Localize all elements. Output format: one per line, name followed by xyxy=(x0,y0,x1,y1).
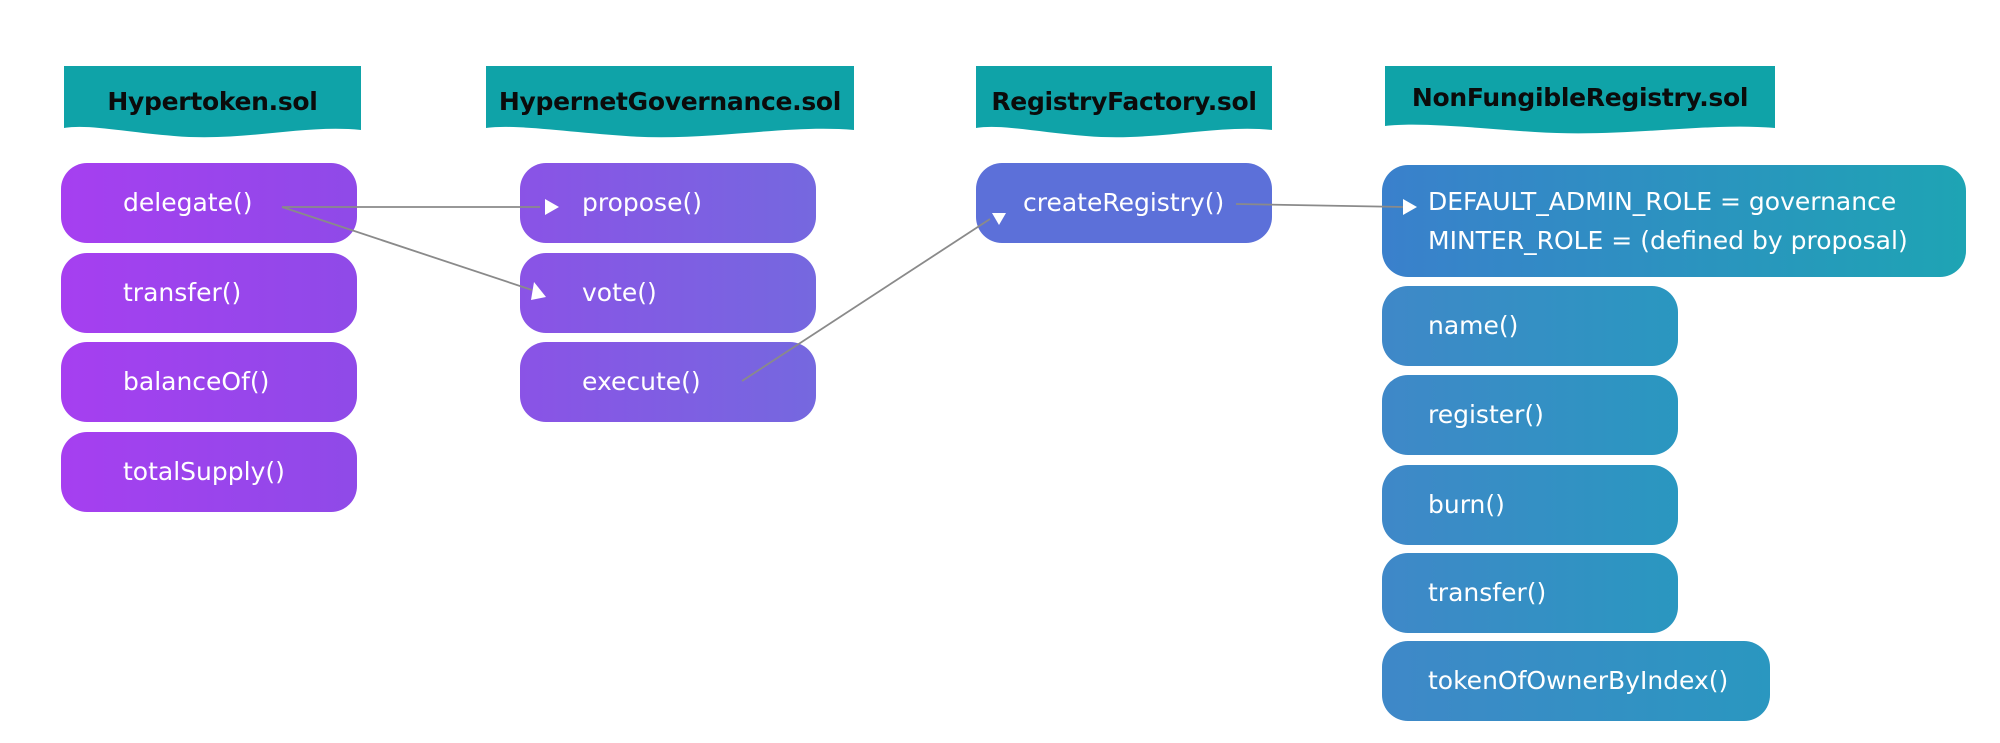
function-label: execute() xyxy=(582,367,701,397)
registry-register-box: register() xyxy=(1382,375,1678,455)
hypertoken-transfer-box: transfer() xyxy=(61,253,357,333)
function-label: transfer() xyxy=(1428,578,1547,608)
role-label: DEFAULT_ADMIN_ROLE = governance xyxy=(1428,186,1897,216)
factory-createregistry-box: createRegistry() xyxy=(976,163,1272,243)
banner-shape xyxy=(976,66,1272,138)
function-label: createRegistry() xyxy=(1023,188,1225,218)
function-label: burn() xyxy=(1428,490,1505,520)
hypertoken-delegate-box: delegate() xyxy=(61,163,357,243)
function-label: tokenOfOwnerByIndex() xyxy=(1428,666,1729,696)
banner-shape xyxy=(486,66,854,138)
function-label: balanceOf() xyxy=(123,367,270,397)
role-label: MINTER_ROLE = (defined by proposal) xyxy=(1428,226,1908,255)
function-label: transfer() xyxy=(123,278,242,308)
registry-tokenofownerbyindex-box: tokenOfOwnerByIndex() xyxy=(1382,641,1770,721)
banner-shape xyxy=(1385,66,1775,134)
function-label: name() xyxy=(1428,311,1519,341)
hypertoken-totalsupply-box: totalSupply() xyxy=(61,432,357,512)
banner-shape xyxy=(64,66,361,138)
governance-execute-box: execute() xyxy=(520,342,816,422)
registry-transfer-box: transfer() xyxy=(1382,553,1678,633)
governance-banner: HypernetGovernance.sol xyxy=(486,66,854,140)
registry-title: NonFungibleRegistry.sol xyxy=(1411,82,1749,112)
factory-title: RegistryFactory.sol xyxy=(991,86,1257,116)
factory-banner: RegistryFactory.sol xyxy=(976,66,1272,140)
hypertoken-banner: Hypertoken.sol xyxy=(64,66,361,140)
governance-vote-box: vote() xyxy=(520,253,816,333)
hypertoken-title: Hypertoken.sol xyxy=(107,86,318,116)
function-label: propose() xyxy=(582,188,702,218)
function-label: totalSupply() xyxy=(123,457,285,487)
registry-banner: NonFungibleRegistry.sol xyxy=(1385,66,1775,136)
governance-title: HypernetGovernance.sol xyxy=(498,86,842,116)
registry-name-box: name() xyxy=(1382,286,1678,366)
function-label: register() xyxy=(1428,400,1544,430)
registry-burn-box: burn() xyxy=(1382,465,1678,545)
governance-propose-box: propose() xyxy=(520,163,816,243)
registry-roles-box: DEFAULT_ADMIN_ROLE = governance MINTER_R… xyxy=(1382,165,1966,277)
function-label: vote() xyxy=(582,278,657,308)
function-label: delegate() xyxy=(123,188,253,218)
hypertoken-balanceof-box: balanceOf() xyxy=(61,342,357,422)
